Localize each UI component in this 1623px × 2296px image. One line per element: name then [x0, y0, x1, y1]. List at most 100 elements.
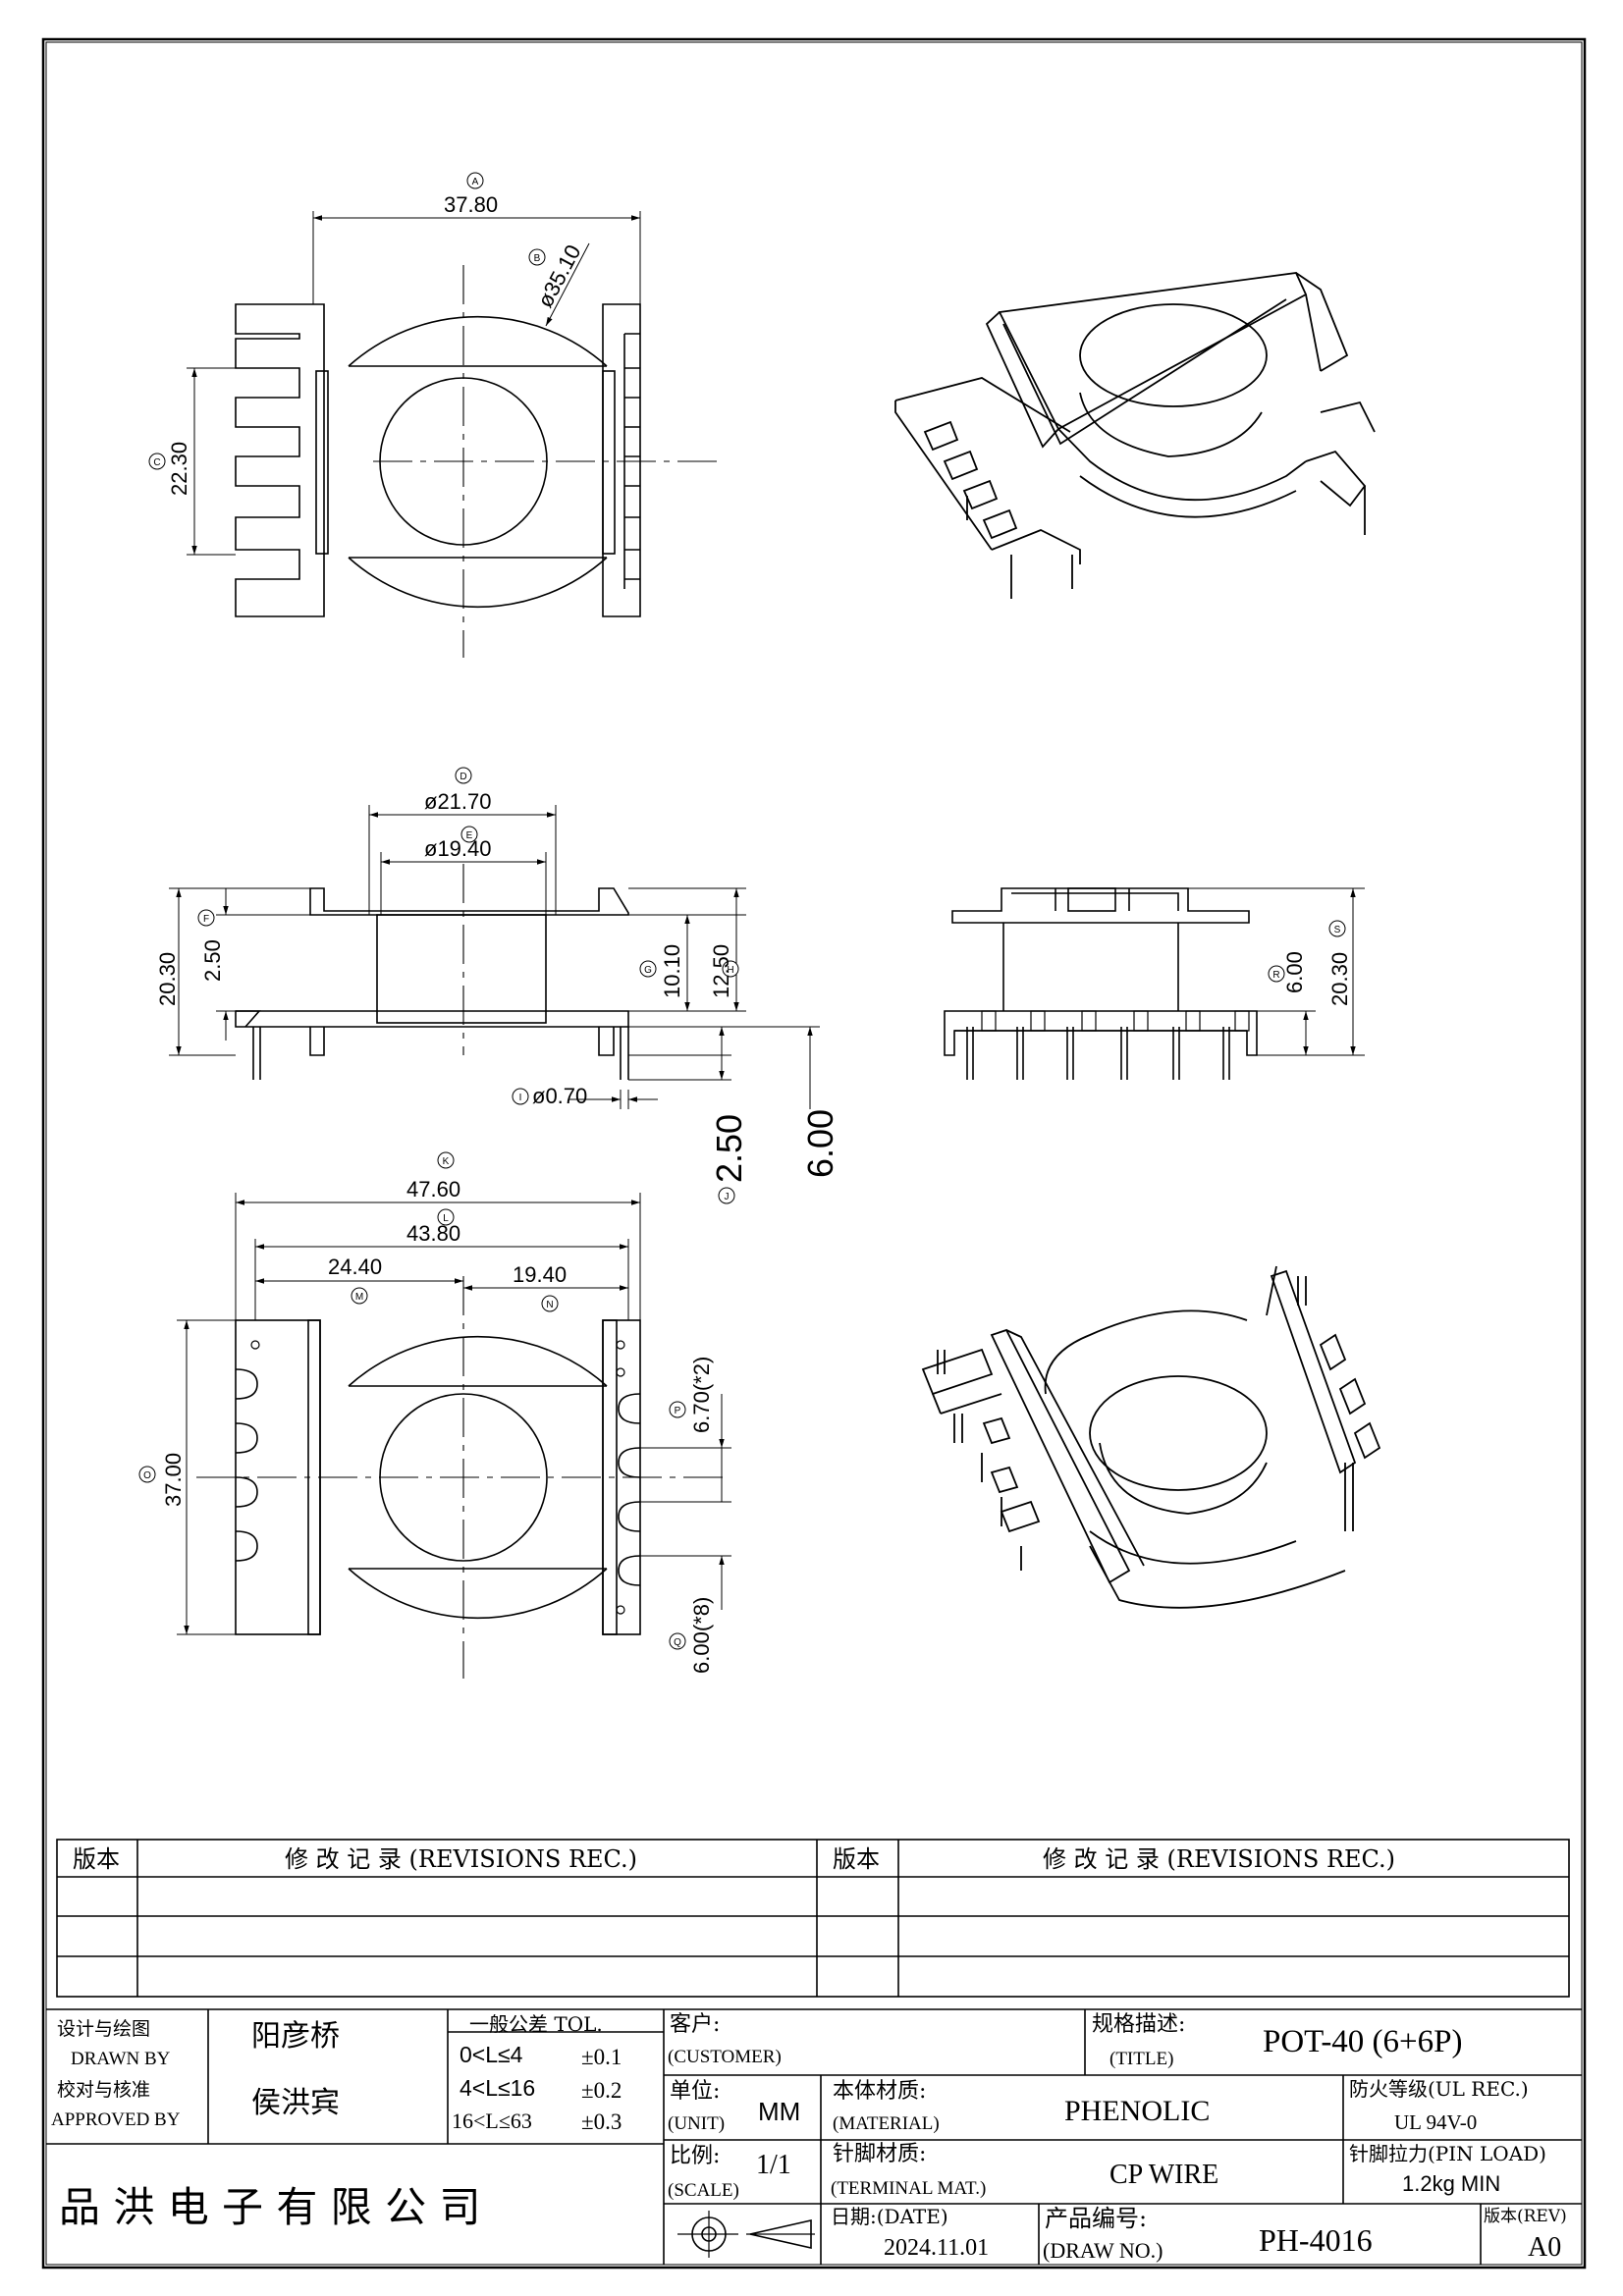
tol-range-3: 16<L≤63 [452, 2109, 532, 2133]
approved-cn: 校对与核准 [57, 2079, 151, 2101]
circle-letter-o: O [143, 1470, 151, 1481]
rev-header-left: 版本 [73, 1845, 120, 1873]
tol-range-2: 4<L≤16 [460, 2075, 536, 2101]
company-name: 品 洪 电 子 有 限 公 司 [59, 2183, 481, 2231]
title-value: POT-40 (6+6P) [1263, 2024, 1463, 2059]
ul-cn: 防火等级(UL REC.) [1349, 2077, 1529, 2101]
scale-cn: 比例: [670, 2144, 721, 2168]
scale-en: (SCALE) [668, 2180, 739, 2201]
approver-name: 侯洪宾 [251, 2086, 340, 2120]
pinload-cn: 针脚拉力(PIN LOAD) [1349, 2142, 1546, 2165]
terminal-cn: 针脚材质: [833, 2142, 927, 2166]
rev-header-right: 版本 [833, 1845, 880, 1873]
inner-border [45, 41, 1583, 2266]
circle-letter-q: Q [674, 1637, 681, 1648]
dim-n: 19.40 [513, 1262, 567, 1287]
dim-r: 6.00 [1282, 951, 1307, 993]
dim-a: 37.80 [444, 192, 498, 217]
dim-s: 20.30 [1327, 952, 1352, 1006]
title-en: (TITLE) [1109, 2049, 1174, 2069]
material-value: PHENOLIC [1064, 2095, 1211, 2127]
customer-cn: 客户: [670, 2012, 721, 2037]
projection-symbol [677, 2211, 815, 2258]
circle-letter-h: H [727, 965, 733, 976]
tol-value-3: ±0.3 [581, 2109, 622, 2134]
terminal-value: CP WIRE [1109, 2160, 1219, 2190]
dim-c: 22.30 [167, 442, 191, 496]
circle-letter-j: J [725, 1192, 730, 1202]
revisions-table [56, 1839, 1570, 1998]
circle-letter-s: S [1334, 925, 1341, 935]
rec-header-left: 修 改 记 录 (REVISIONS REC.) [285, 1845, 638, 1873]
dim-e: ø19.40 [424, 836, 492, 861]
dim-k: 47.60 [406, 1177, 460, 1201]
side-view [169, 805, 820, 1109]
unit-en: (UNIT) [668, 2113, 726, 2134]
ul-value: UL 94V-0 [1394, 2110, 1478, 2134]
dim-l: 43.80 [406, 1221, 460, 1246]
unit-value: MM [758, 2097, 801, 2126]
dim-pin-long: 6.00 [800, 1109, 840, 1178]
dim-q: 6.00(*8) [689, 1597, 714, 1674]
pinload-value: 1.2kg MIN [1402, 2171, 1501, 2196]
material-cn: 本体材质: [833, 2079, 927, 2104]
dimension-circles [138, 172, 1346, 1650]
iso-view-top [894, 272, 1376, 599]
approved-en: APPROVED BY [51, 2109, 181, 2130]
dim-f: 2.50 [200, 939, 225, 982]
outer-border [41, 37, 1587, 2269]
circle-letter-c: C [153, 457, 160, 468]
terminal-en: (TERMINAL MAT.) [831, 2178, 987, 2199]
date-label: 日期:(DATE) [831, 2205, 948, 2228]
dimension-texts: 37.80 ø35.10 22.30 ø21.70 ø19.40 20.30 2… [155, 192, 1352, 1674]
title-block-lines [46, 2008, 1582, 2265]
tol-header: 一般公差 TOL. [469, 2012, 603, 2036]
designer-name: 阳彦桥 [251, 2019, 340, 2054]
tol-value-2: ±0.2 [581, 2078, 622, 2103]
circle-letter-a: A [472, 177, 479, 187]
tol-range-1: 0<L≤4 [460, 2042, 523, 2067]
dim-overall-height: 20.30 [155, 952, 180, 1006]
circle-letter-k: K [443, 1156, 450, 1167]
dim-i: ø0.70 [532, 1084, 587, 1108]
drawno-cn: 产品编号: [1045, 2205, 1148, 2232]
designed-en: DRAWN BY [71, 2049, 171, 2069]
circle-letter-l: L [443, 1213, 449, 1224]
circle-letter-f: F [203, 914, 209, 925]
circle-letter-i: I [519, 1093, 522, 1103]
iso-view-bottom [921, 1265, 1381, 1609]
circle-letter-m: M [355, 1292, 363, 1303]
unit-cn: 单位: [670, 2079, 721, 2104]
bottom-view [177, 1193, 731, 1679]
dim-g: 10.10 [660, 944, 684, 998]
circle-letter-n: N [546, 1300, 553, 1310]
circle-letter-d: D [460, 772, 466, 782]
title-cn: 规格描述: [1092, 2012, 1186, 2037]
dim-m: 24.40 [328, 1255, 382, 1279]
date-value: 2024.11.01 [884, 2235, 990, 2261]
customer-en: (CUSTOMER) [668, 2047, 782, 2067]
top-view [187, 211, 717, 658]
rev-cn: 版本(REV) [1484, 2207, 1567, 2226]
drawno-en: (DRAW NO.) [1043, 2238, 1163, 2263]
circle-letter-g: G [644, 965, 652, 976]
circle-letter-r: R [1272, 970, 1279, 981]
dim-o: 37.00 [161, 1453, 186, 1507]
rev-value: A0 [1528, 2232, 1562, 2263]
designed-cn: 设计与绘图 [57, 2018, 151, 2040]
front-view [944, 887, 1365, 1080]
circle-letter-e: E [466, 830, 473, 841]
rec-header-right: 修 改 记 录 (REVISIONS REC.) [1043, 1845, 1396, 1873]
scale-value: 1/1 [756, 2150, 791, 2180]
dimension-circle-letters: A B C D E F G H I J R S K L M N O P Q [143, 177, 1341, 1648]
circle-letter-p: P [675, 1406, 681, 1416]
dim-h: 12.50 [709, 944, 733, 998]
drawno-value: PH-4016 [1259, 2222, 1373, 2258]
circle-letter-b: B [534, 253, 541, 264]
material-en: (MATERIAL) [833, 2113, 940, 2134]
tol-value-1: ±0.1 [581, 2045, 622, 2069]
dim-pin-short: 2.50 [709, 1114, 749, 1183]
dim-p: 6.70(*2) [689, 1357, 714, 1433]
dim-d: ø21.70 [424, 789, 492, 814]
